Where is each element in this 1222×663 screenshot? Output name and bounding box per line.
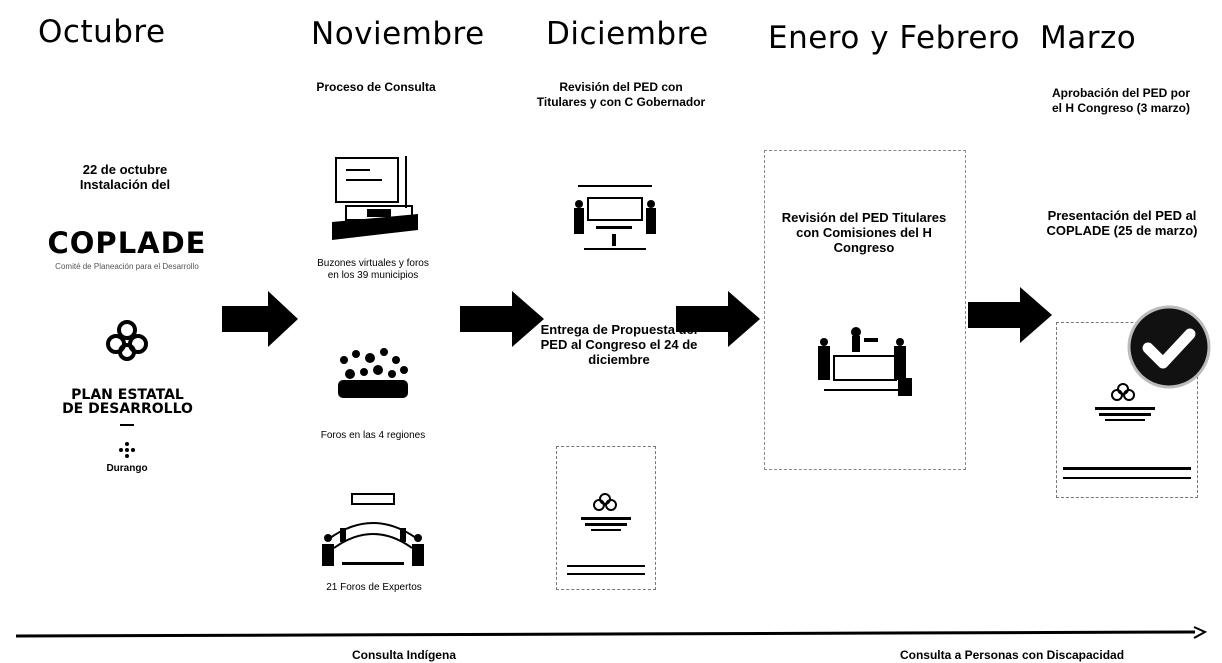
month-march: Marzo: [1040, 20, 1137, 56]
plan-title-line1: PLAN ESTATAL: [71, 387, 184, 403]
march-approval: Aprobación del PED por el H Congreso (3 …: [1051, 86, 1191, 115]
durango-logo: Durango: [106, 463, 148, 474]
november-heading: Proceso de Consulta: [316, 80, 436, 94]
december-delivery: Entrega de Propuesta del PED al Congreso…: [540, 322, 698, 367]
flow-arrow-3: [676, 291, 760, 347]
meeting-icon: [810, 318, 920, 410]
check-badge-icon: [1126, 304, 1212, 390]
durango-logo-icon: [116, 440, 138, 462]
conference-table-icon: [312, 488, 434, 580]
plan-title-line2: DE DESARROLLO: [62, 401, 193, 417]
crowd-icon: [330, 340, 414, 410]
flow-arrow-2: [460, 291, 544, 347]
flow-arrow-1: [222, 291, 298, 347]
march-presentation: Presentación del PED al COPLADE (25 de m…: [1046, 208, 1198, 238]
jan-feb-review: Revisión del PED Titulares con Comisione…: [781, 210, 947, 255]
jan-feb-panel: [764, 150, 966, 470]
plan-logo: [104, 318, 150, 362]
divider: [120, 424, 134, 426]
flow-arrow-4: [968, 287, 1052, 343]
consulta-indigena: Consulta Indígena: [351, 648, 456, 662]
consulta-discapacidad: Consulta a Personas con Discapacidad: [899, 648, 1125, 662]
october-event: 22 de octubre Instalación del: [79, 162, 171, 192]
document-icon: [556, 446, 656, 590]
coplade-subtitle: Comité de Planeación para el Desarrollo: [55, 262, 199, 271]
timeline-line: [0, 626, 1222, 646]
ballot-box-icon: [326, 148, 422, 246]
november-item-2: Foros en las 4 regiones: [320, 430, 426, 441]
december-review: Revisión del PED con Titulares y con C G…: [536, 80, 706, 109]
coplade-logo: COPLADE: [47, 226, 207, 260]
november-item-3: 21 Foros de Expertos: [326, 582, 422, 593]
meeting-icon: [566, 178, 664, 260]
november-item-1: Buzones virtuales y foros en los 39 muni…: [317, 258, 429, 281]
month-december: Diciembre: [546, 16, 709, 52]
month-jan-feb: Enero y Febrero: [768, 20, 1020, 56]
plan-document-icon: [1056, 322, 1198, 498]
month-october: Octubre: [38, 14, 166, 50]
month-november: Noviembre: [311, 16, 485, 52]
